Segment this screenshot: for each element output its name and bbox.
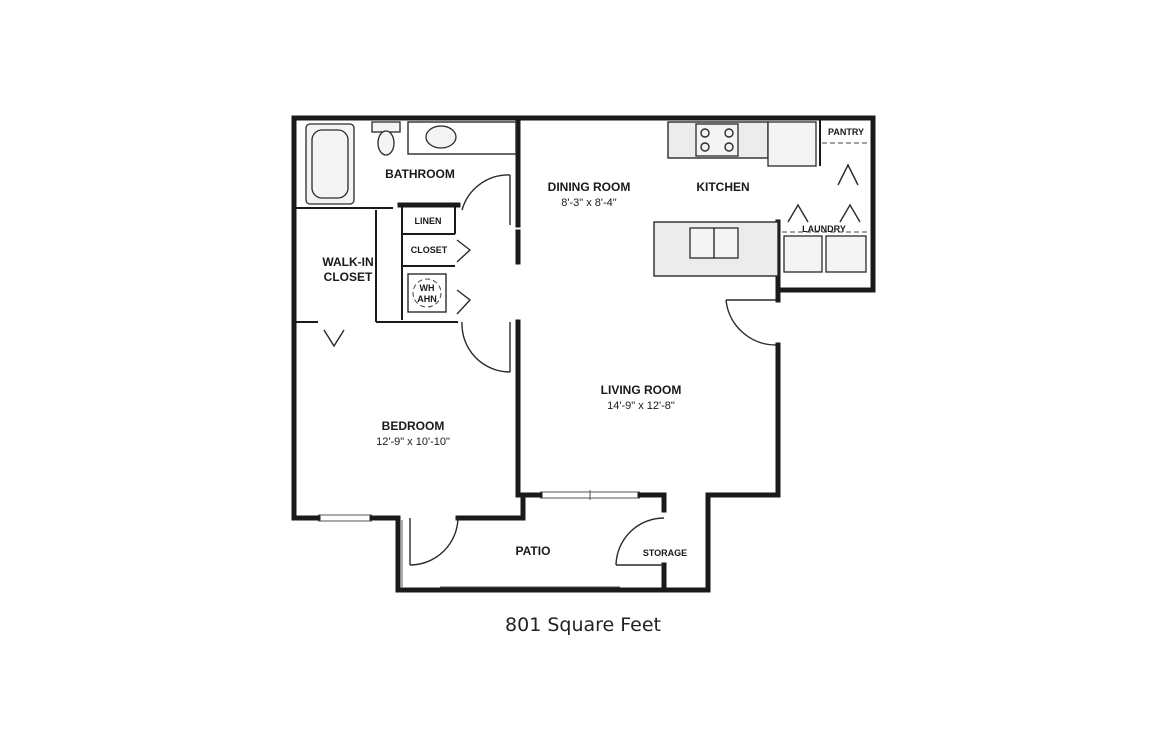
walk-in-closet-label-line1: WALK-IN <box>322 255 373 269</box>
patio-label: PATIO <box>516 544 551 558</box>
kitchen-label: KITCHEN <box>696 180 749 194</box>
square-footage-caption: 801 Square Feet <box>505 614 661 636</box>
living-room-label: LIVING ROOM <box>601 383 682 397</box>
living-room-dims: 14'-9" x 12'-8" <box>607 400 675 412</box>
water-heater <box>407 273 447 313</box>
water-heater-label-line2: AHN <box>417 294 437 304</box>
doors <box>323 163 861 566</box>
dining-room-dims: 8'-3" x 8'-4" <box>561 197 617 209</box>
walk-in-closet-label-line2: CLOSET <box>324 270 373 284</box>
bathroom-label: BATHROOM <box>385 167 455 181</box>
bedroom-label: BEDROOM <box>382 419 445 433</box>
windows <box>318 490 640 588</box>
closet-label: CLOSET <box>411 245 448 255</box>
storage-label: STORAGE <box>643 548 687 558</box>
dining-room-label: DINING ROOM <box>548 180 631 194</box>
linen-label: LINEN <box>415 216 442 226</box>
pantry-label: PANTRY <box>828 127 864 137</box>
laundry-label: LAUNDRY <box>802 224 846 234</box>
kitchen-fixtures <box>653 121 870 277</box>
interior-walls <box>296 119 870 498</box>
bedroom-dims: 12'-9" x 10'-10" <box>376 436 450 448</box>
bathroom-fixtures <box>305 121 517 205</box>
water-heater-label-line1: WH <box>420 283 435 293</box>
exterior-walls <box>291 115 876 593</box>
